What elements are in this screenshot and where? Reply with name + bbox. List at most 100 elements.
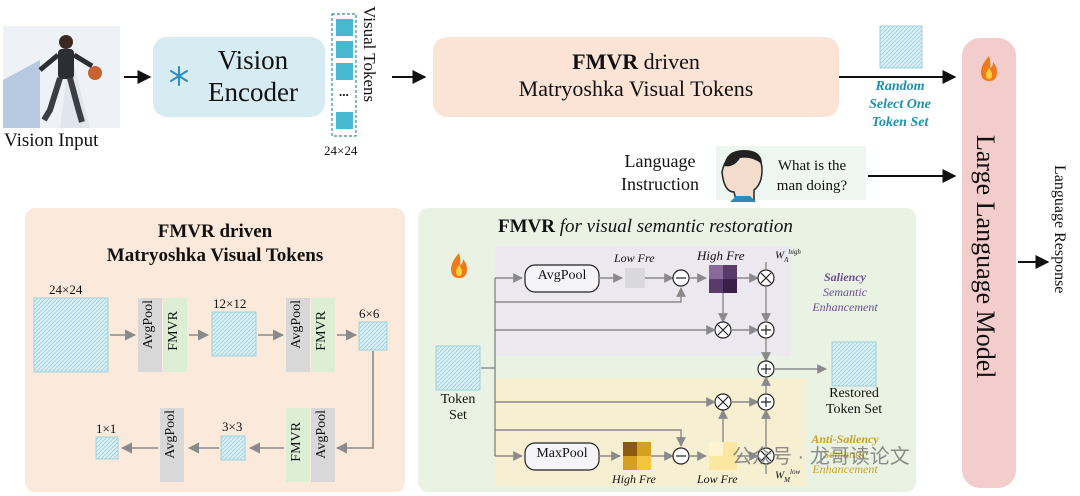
token-set-input — [435, 345, 481, 391]
avgpool-block — [311, 408, 335, 482]
question-text: What is the man doing? — [762, 156, 862, 196]
language-instruction-label: Language Instruction — [600, 150, 720, 196]
token-grid-3 — [220, 435, 246, 461]
saliency-line1: Saliency — [824, 270, 866, 284]
avgpool-label: AvgPool — [141, 300, 156, 349]
restored-token-set-label: Restored Token Set — [808, 386, 900, 418]
w-high-label: WAhigh — [775, 248, 801, 264]
watermark: 公众号 · 龙哥读论文 — [732, 446, 910, 468]
restored-line2: Token Set — [825, 402, 883, 417]
random-line2: Select One — [869, 97, 931, 112]
token-set-line2: Set — [449, 408, 467, 423]
basketball-player-image — [3, 26, 120, 128]
high-fre-bottom-label: High Fre — [612, 472, 656, 486]
fmvr-label: FMVR — [314, 311, 329, 351]
token-grid-24 — [33, 297, 109, 373]
fmvr-driven-label: FMVR driven Matryoshka Visual Tokens — [433, 48, 839, 102]
w-low-symbol: W — [775, 469, 785, 482]
right-panel-title: FMVR for visual semantic restoration — [498, 216, 793, 238]
random-line3: Token Set — [871, 115, 929, 130]
lang-line1: Language — [624, 151, 696, 171]
avgpool-block — [286, 298, 310, 372]
token-set-line1: Token — [440, 392, 476, 407]
visual-tokens-label: Visual Tokens — [360, 6, 379, 103]
encoder-line1: Vision — [217, 45, 289, 75]
fire-icon — [451, 253, 467, 278]
visual-tokens-column — [331, 13, 357, 137]
fmvr-driven-box — [433, 37, 839, 117]
visual-token — [336, 19, 353, 36]
high-fre-top-label: High Fre — [697, 248, 745, 263]
visual-tokens-size: 24×24 — [324, 143, 358, 158]
snowflake-icon — [170, 66, 188, 86]
token-grid-6 — [358, 321, 388, 351]
size-label-24: 24×24 — [49, 282, 83, 297]
left-title-line1: FMVR driven — [157, 221, 273, 242]
low-fre-bottom-label: Low Fre — [697, 472, 738, 486]
anti-line2: Semantic — [823, 447, 867, 461]
tokens-ellipsis: ... — [339, 84, 349, 99]
vision-input-label: Vision Input — [4, 130, 99, 151]
fmvr-label: FMVR — [289, 422, 304, 462]
vision-encoder-label: Vision Encoder — [188, 44, 318, 108]
size-label-1: 1×1 — [96, 421, 117, 436]
right-title-rest: for visual semantic restoration — [554, 216, 793, 237]
right-title-bold: FMVR — [498, 216, 555, 237]
w-low-sup: low — [790, 468, 801, 476]
token-set-label: Token Set — [428, 392, 488, 424]
w-high-symbol: W — [775, 249, 785, 262]
visual-token — [336, 112, 353, 129]
saliency-label: Saliency Semantic Enhancement — [790, 270, 900, 315]
fmvr-rest: driven — [638, 49, 700, 74]
w-low-sub: M — [784, 475, 791, 484]
avgpool-block — [160, 408, 184, 482]
fmvr-label: FMVR — [166, 311, 181, 351]
token-grid-12 — [211, 311, 257, 357]
random-select-label: Random Select One Token Set — [845, 78, 955, 132]
anti-saliency-label: Anti-Saliency Semantic Enhancement — [790, 432, 900, 477]
restored-token-set — [831, 341, 877, 387]
saliency-line3: Enhancement — [812, 300, 878, 314]
size-label-12: 12×12 — [213, 296, 247, 311]
restored-line1: Restored — [829, 386, 879, 401]
fmvr-bold: FMVR — [572, 49, 639, 74]
w-high-sub: A — [784, 255, 789, 264]
random-line1: Random — [875, 79, 925, 94]
avgpool-label: AvgPool — [289, 300, 304, 349]
low-fre-top-label: Low Fre — [614, 251, 655, 265]
avgpool-label: AvgPool — [314, 410, 329, 459]
maxpool-node-label: MaxPool — [536, 446, 588, 461]
question-line2: man doing? — [776, 178, 848, 194]
saliency-region — [495, 246, 791, 356]
visual-token — [336, 63, 353, 80]
saliency-line2: Semantic — [823, 285, 867, 299]
fmvr-block — [286, 408, 310, 482]
anti-line1: Anti-Saliency — [811, 432, 879, 446]
avgpool-block — [138, 298, 162, 372]
visual-token — [336, 41, 353, 58]
llm-box — [962, 38, 1016, 488]
fmvr-block — [311, 298, 335, 372]
lang-line2: Instruction — [621, 174, 699, 194]
size-label-3: 3×3 — [222, 419, 243, 434]
llm-label: Large Language Model — [971, 135, 1000, 379]
question-line1: What is the — [777, 158, 847, 174]
w-low-label: WMlow — [775, 468, 800, 484]
encoder-line2: Encoder — [208, 77, 298, 107]
avgpool-node-label: AvgPool — [537, 268, 587, 283]
w-high-sup: high — [788, 248, 801, 256]
anti-line3: Enhancement — [812, 462, 878, 476]
low-fre-patch — [625, 268, 645, 288]
left-title-line2: Matryoshka Visual Tokens — [106, 245, 324, 266]
vision-encoder-box — [153, 37, 325, 117]
left-panel-title: FMVR driven Matryoshka Visual Tokens — [25, 220, 405, 268]
language-response-label: Language Response — [1051, 165, 1068, 294]
fmvr-block — [163, 298, 187, 372]
random-token-set — [879, 25, 923, 69]
person-head-icon — [721, 150, 763, 202]
token-grid-1 — [95, 436, 119, 460]
size-label-6: 6×6 — [359, 306, 380, 321]
fire-icon — [981, 56, 997, 81]
fmvr-line2: Matryoshka Visual Tokens — [518, 76, 754, 101]
